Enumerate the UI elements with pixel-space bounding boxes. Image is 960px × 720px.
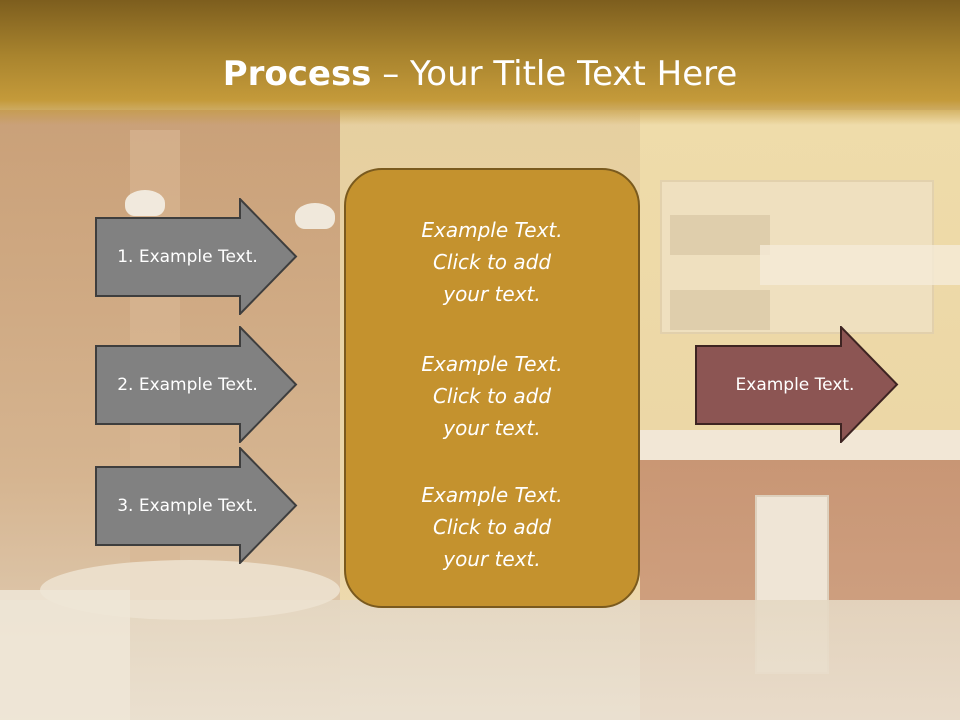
arrow-shape	[95, 198, 298, 315]
background-cabinet-pane	[670, 215, 720, 255]
center-text-block: Example Text. Click to add your text.	[421, 352, 563, 440]
background-lamp	[125, 190, 165, 216]
arrow-shape	[95, 326, 298, 443]
center-text-block: Example Text. Click to add your text.	[421, 218, 563, 306]
background-countertop	[640, 430, 960, 460]
process-step-label: 1. Example Text.	[117, 246, 258, 267]
slide-title[interactable]: Process – Your Title Text Here	[0, 52, 960, 96]
process-step-arrow-2[interactable]: 2. Example Text.	[95, 326, 298, 443]
title-band	[0, 0, 960, 125]
arrow-shape	[695, 326, 899, 443]
center-text-block: Example Text. Click to add your text.	[421, 483, 563, 571]
background-cabinet-pane	[720, 290, 770, 330]
result-label: Example Text.	[735, 374, 855, 395]
background-counter-left	[0, 590, 130, 720]
background-floor	[0, 600, 960, 720]
slide-title-rest: – Your Title Text Here	[371, 54, 738, 94]
process-step-arrow-3[interactable]: 3. Example Text.	[95, 447, 298, 564]
center-text-box[interactable]: Example Text. Click to add your text. Ex…	[344, 168, 640, 608]
slide-title-bold: Process	[222, 54, 372, 94]
result-arrow[interactable]: Example Text.	[695, 326, 899, 443]
process-step-label: 3. Example Text.	[117, 495, 258, 516]
process-step-arrow-1[interactable]: 1. Example Text.	[95, 198, 298, 315]
background-range-hood	[760, 245, 960, 285]
background-lamp	[295, 203, 335, 229]
process-step-label: 2. Example Text.	[117, 374, 258, 395]
arrow-shape	[95, 447, 298, 564]
background-cabinet-pane	[670, 290, 720, 330]
